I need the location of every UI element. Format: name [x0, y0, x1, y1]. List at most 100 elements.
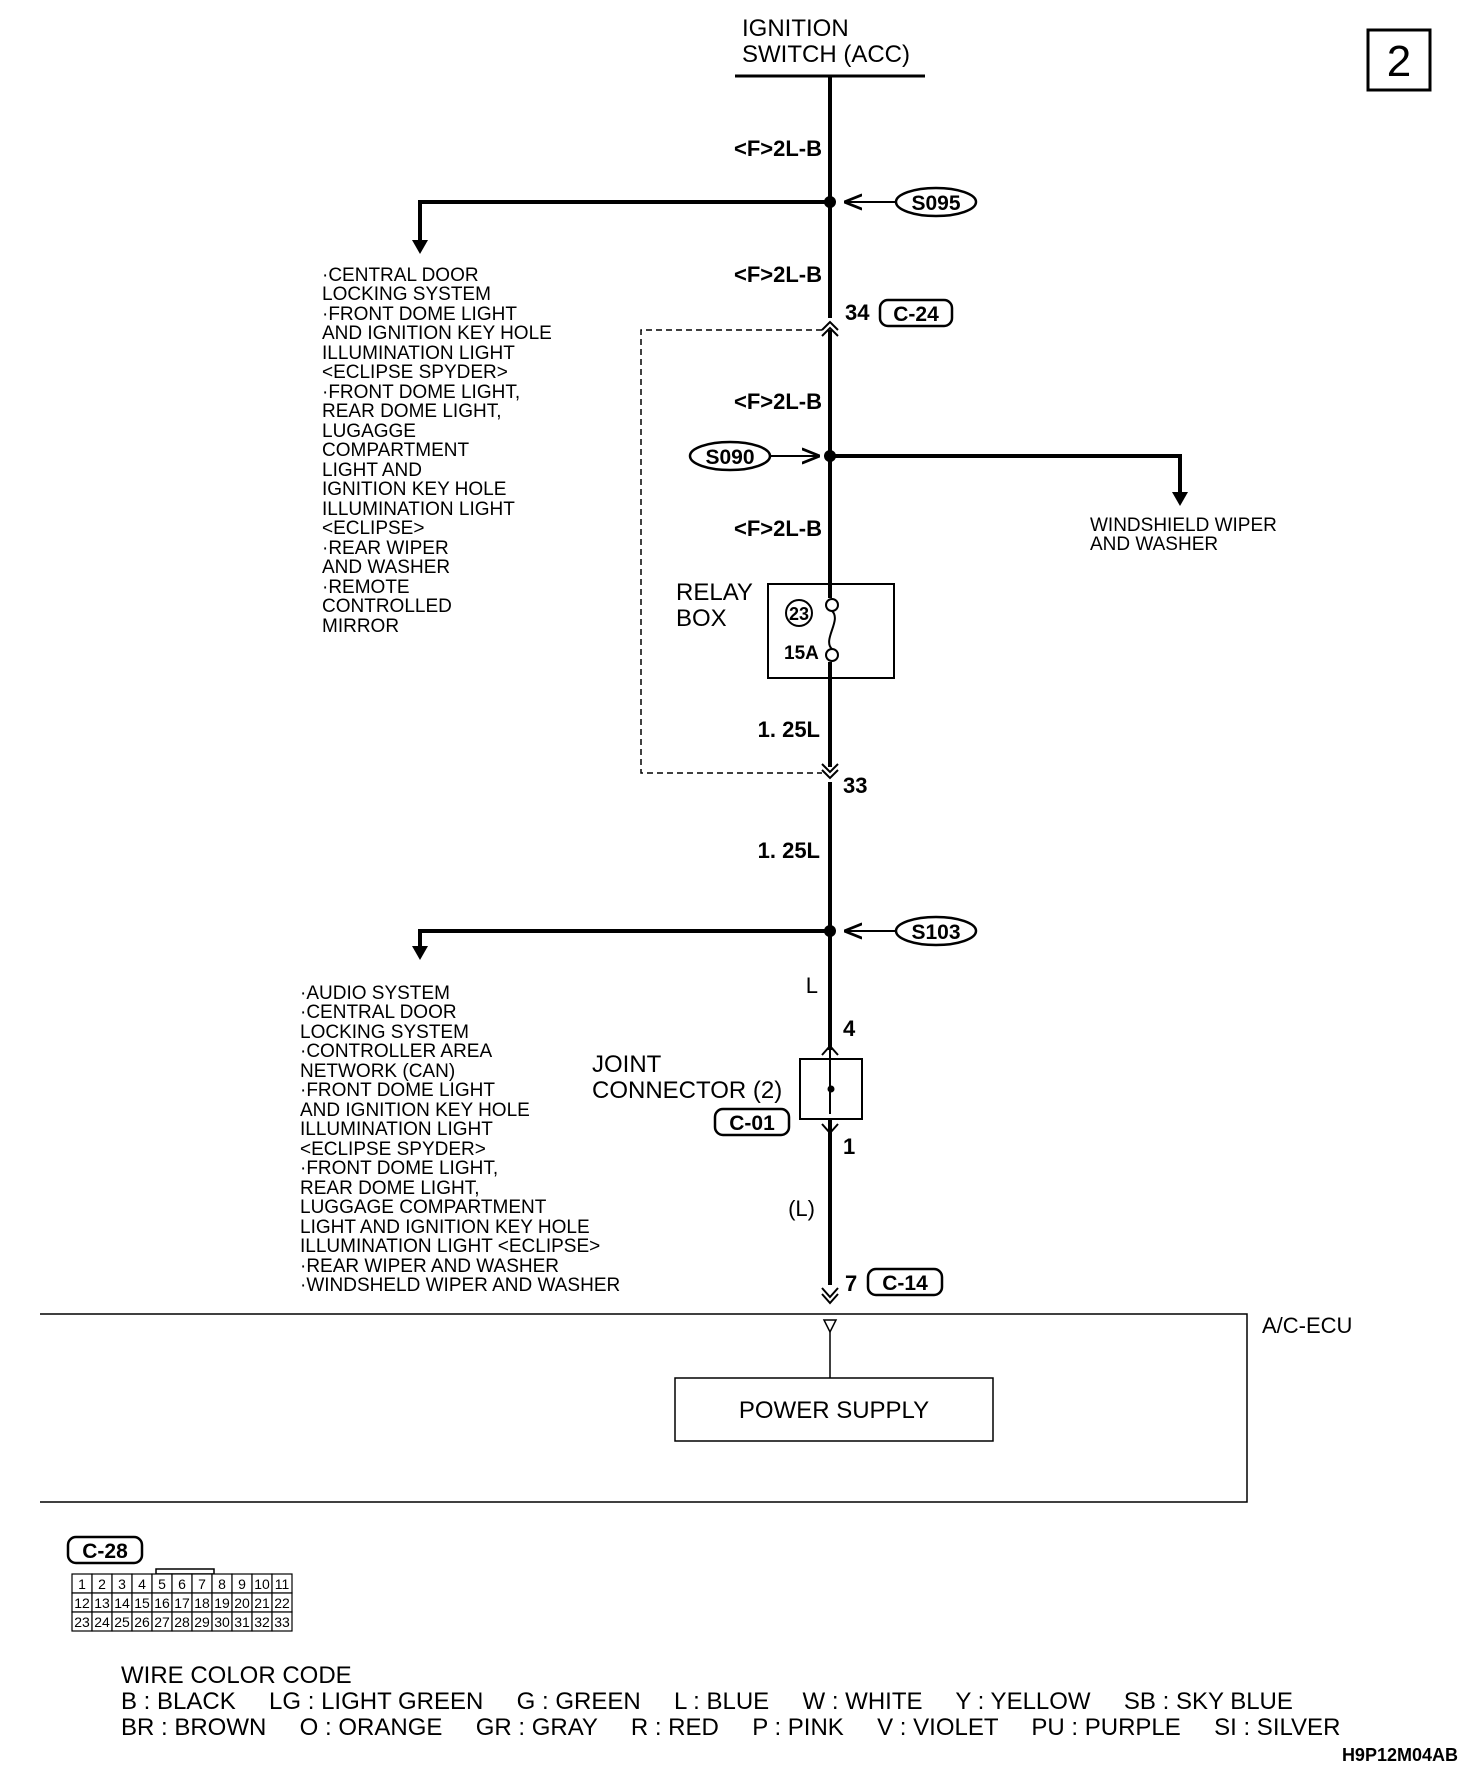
splice-s090: S090 [688, 440, 1188, 506]
wire-label-2: <F>2L-B [734, 262, 822, 287]
c28-pin-number: 26 [134, 1614, 150, 1630]
power-supply-block [674, 1377, 994, 1442]
branch-s095-line-13: ILLUMINATION LIGHT [322, 499, 515, 520]
connector-pin-33: 33 [821, 763, 867, 798]
branch-s103-line-3: LOCKING SYSTEM [300, 1022, 469, 1043]
c24-label: C-24 [893, 303, 939, 326]
wire-color-code-row2: BR : BROWN O : ORANGE GR : GRAY R : RED … [121, 1714, 1340, 1741]
c28-pin-number: 28 [174, 1614, 190, 1630]
branch-s095-text: ·CENTRAL DOOR LOCKING SYSTEM ·FRONT DOME… [322, 265, 557, 637]
wire-color-code-title: WIRE COLOR CODE [121, 1662, 352, 1689]
branch-s095-line-15: ·REAR WIPER [322, 538, 449, 559]
c28-pin-number: 9 [238, 1576, 246, 1592]
c28-pin-number: 11 [275, 1576, 290, 1592]
c28-pin-number: 18 [194, 1595, 210, 1611]
fuse-terminal-bottom [825, 648, 839, 662]
c28-pin-number: 1 [78, 1576, 86, 1592]
c28-pin-number: 22 [274, 1595, 290, 1611]
c28-pin-number: 19 [214, 1595, 230, 1611]
splice-s095: S095 [412, 186, 978, 254]
c28-pin-number: 27 [154, 1614, 170, 1630]
branch-s095-line-16: AND WASHER [322, 557, 450, 578]
c28-pin-number: 32 [254, 1614, 270, 1630]
branch-s095-line-9: LUGAGGE [322, 421, 416, 442]
c01-label: C-01 [729, 1112, 775, 1135]
c28-pin-number: 29 [194, 1614, 210, 1630]
branch-s103-line-6: ·FRONT DOME LIGHT [300, 1080, 495, 1101]
wire-label-3: <F>2L-B [734, 389, 822, 414]
branch-s090-line-1: WINDSHIELD WIPER [1090, 515, 1277, 536]
branch-s103-line-1: ·AUDIO SYSTEM [300, 983, 450, 1004]
branch-s103-line-16: ·WINDSHELD WIPER AND WASHER [300, 1275, 620, 1296]
relay-box: RELAY BOX 23 15A [676, 579, 895, 679]
c28-latch [155, 1568, 215, 1575]
wire-label-5: 1. 25L [758, 717, 820, 742]
branch-s090-text: WINDSHIELD WIPER AND WASHER [1090, 515, 1282, 555]
joint-connector-line1: JOINT [592, 1051, 662, 1078]
c28-pin-number: 33 [274, 1614, 290, 1630]
wire-color-code-row1: B : BLACK LG : LIGHT GREEN G : GREEN L :… [121, 1688, 1293, 1715]
c28-pin-number: 12 [74, 1595, 90, 1611]
branch-s103-line-10: ·FRONT DOME LIGHT, [300, 1158, 498, 1179]
branch-s095-line-1: ·CENTRAL DOOR [322, 265, 479, 286]
branch-s095-line-8: REAR DOME LIGHT, [322, 401, 501, 422]
c14-pin: 7 [845, 1271, 857, 1296]
branch-s103-line-7: AND IGNITION KEY HOLE [300, 1100, 530, 1121]
ignition-switch: IGNITION SWITCH (ACC) [735, 15, 925, 78]
c28-pin-number: 31 [234, 1614, 250, 1630]
c14-label: C-14 [882, 1272, 928, 1295]
c28-pin-number: 14 [114, 1595, 130, 1611]
c28-pin-number: 4 [138, 1576, 146, 1592]
fuse-rating: 15A [784, 643, 819, 664]
c28-pin-number: 24 [94, 1614, 110, 1630]
branch-s095-line-7: ·FRONT DOME LIGHT, [322, 382, 520, 403]
c28-pin-number: 30 [214, 1614, 230, 1630]
c28-pin-number: 7 [198, 1576, 206, 1592]
c28-pin-number: 3 [118, 1576, 126, 1592]
ac-ecu-outline [40, 1313, 1248, 1503]
ignition-line1: IGNITION [742, 15, 849, 42]
branch-s095-line-3: ·FRONT DOME LIGHT [322, 304, 517, 325]
c28-pin-number: 15 [134, 1595, 150, 1611]
branch-s103-line-2: ·CENTRAL DOOR [300, 1002, 457, 1023]
ecu-terminal [822, 1319, 838, 1334]
splice-s103-label: S103 [911, 921, 960, 944]
branch-s103-line-14: ILLUMINATION LIGHT <ECLIPSE> [300, 1236, 600, 1257]
c28-pin-number: 13 [94, 1595, 110, 1611]
relay-box-line2: BOX [676, 605, 727, 632]
c28-pin-number: 17 [174, 1595, 190, 1611]
branch-s095-line-17: ·REMOTE [322, 577, 410, 598]
branch-s095-line-19: MIRROR [322, 616, 399, 637]
branch-s095-line-4: AND IGNITION KEY HOLE [322, 323, 552, 344]
c28-pin-number: 6 [178, 1576, 186, 1592]
c28-pin-number: 23 [74, 1614, 90, 1630]
c28-pin-number: 5 [158, 1576, 166, 1592]
branch-s103-line-13: LIGHT AND IGNITION KEY HOLE [300, 1217, 590, 1238]
branch-s103-line-11: REAR DOME LIGHT, [300, 1178, 479, 1199]
branch-s103-line-15: ·REAR WIPER AND WASHER [300, 1256, 559, 1277]
branch-s090-line-2: AND WASHER [1090, 534, 1218, 555]
splice-s095-label: S095 [911, 192, 960, 215]
wire-color-code: WIRE COLOR CODE B : BLACK LG : LIGHT GRE… [121, 1662, 1340, 1741]
branch-s095-line-11: LIGHT AND [322, 460, 422, 481]
ac-ecu: A/C-ECU POWER SUPPLY [40, 1313, 1352, 1503]
branch-s103-line-9: <ECLIPSE SPYDER> [300, 1139, 486, 1160]
branch-s103-line-5: NETWORK (CAN) [300, 1061, 455, 1082]
c28-pin-number: 25 [114, 1614, 130, 1630]
c28-pin-number: 8 [218, 1576, 226, 1592]
fuse-number: 23 [789, 604, 809, 624]
connector-c14: 7 C-14 [821, 1267, 944, 1305]
splice-s090-label: S090 [705, 446, 754, 469]
c28-label: C-28 [82, 1540, 128, 1563]
wire-label-4: <F>2L-B [734, 516, 822, 541]
fuse-link [828, 610, 836, 650]
ac-ecu-name: A/C-ECU [1262, 1313, 1352, 1338]
pin-1-label: 1 [843, 1134, 855, 1159]
c28-pin-number: 2 [98, 1576, 106, 1592]
branch-s095-line-12: IGNITION KEY HOLE [322, 479, 506, 500]
wire-label-7: L [806, 973, 818, 998]
branch-s095-line-6: <ECLIPSE SPYDER> [322, 362, 508, 383]
